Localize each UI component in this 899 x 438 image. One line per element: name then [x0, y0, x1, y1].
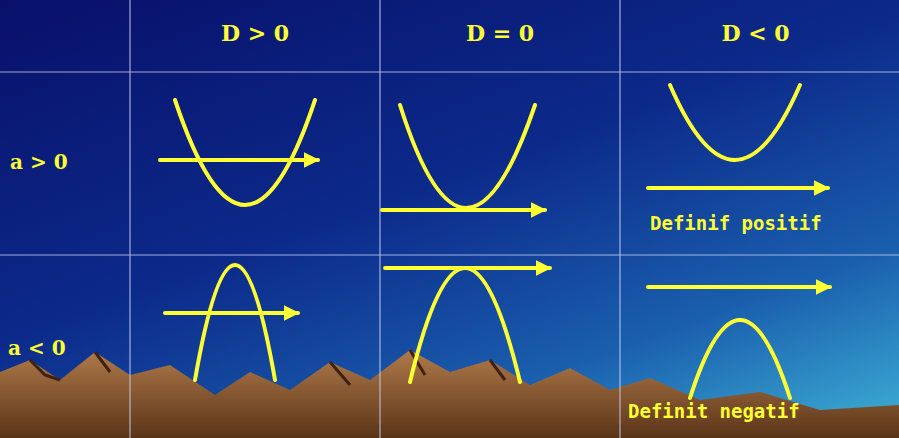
- row-header: a < 0: [8, 336, 66, 360]
- column-header: D = 0: [380, 20, 620, 46]
- cell-note: Definit negatif: [628, 400, 800, 422]
- column-header: D > 0: [130, 20, 380, 46]
- row-header: a > 0: [10, 150, 68, 174]
- column-header: D < 0: [616, 20, 895, 46]
- cell-note: Definif positif: [650, 212, 822, 234]
